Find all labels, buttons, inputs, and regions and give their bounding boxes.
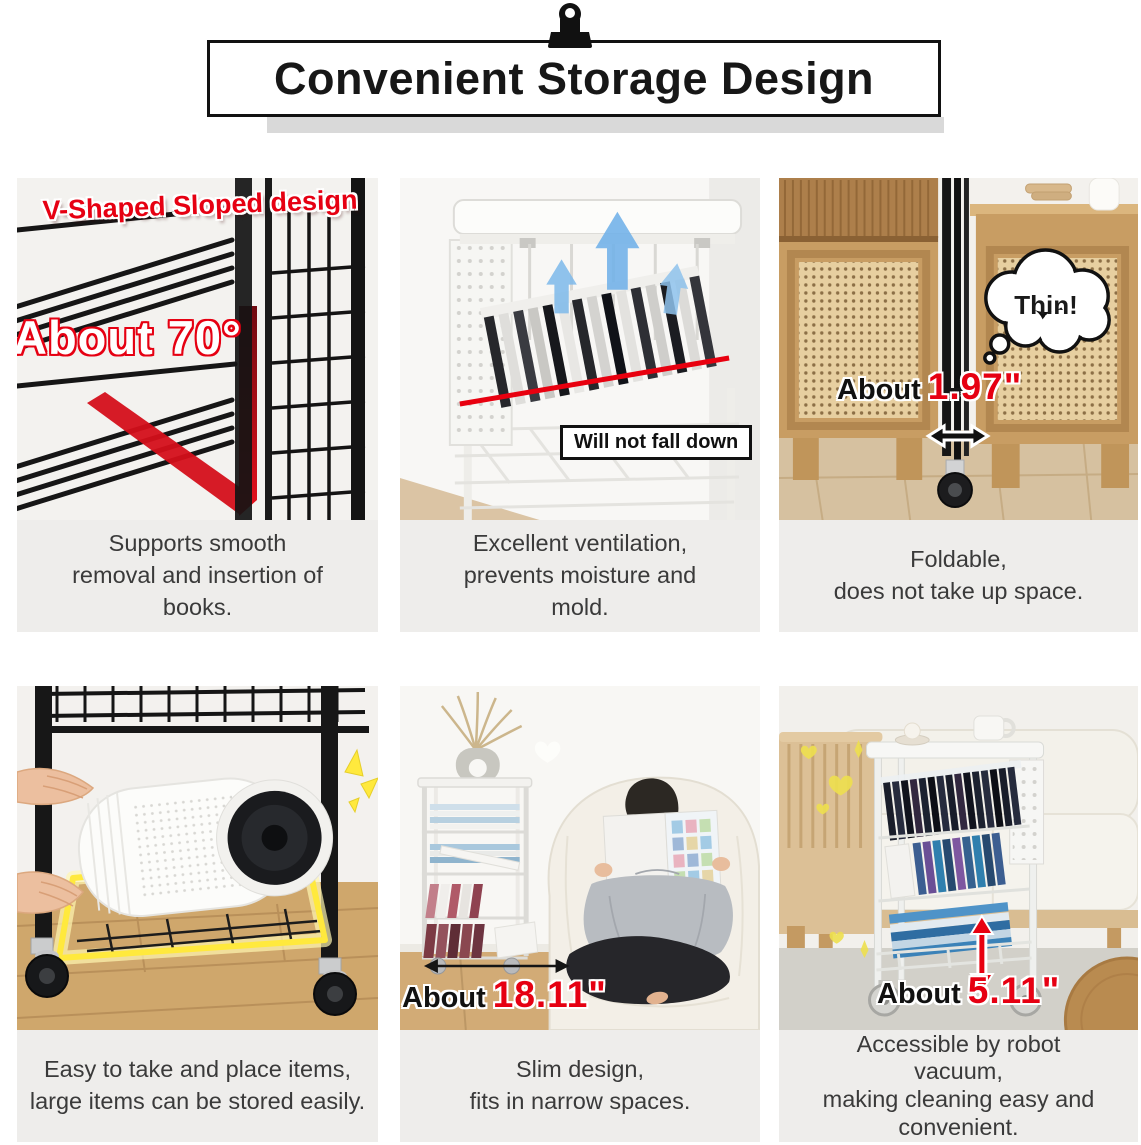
yellow-doodles <box>800 740 869 958</box>
panel1-photo-black-rack: V-Shaped Sloped design About 70° <box>17 178 378 520</box>
sofa-armrest <box>779 732 883 956</box>
panel3-photo-folded-rack: Thin! About 1.97" <box>779 178 1138 520</box>
page-title: Convenient Storage Design <box>273 52 875 104</box>
slim-rack <box>417 777 539 975</box>
bubble-thin: Thin! <box>1014 290 1078 320</box>
person-reading <box>566 778 733 1005</box>
height-arrow-icon <box>969 914 995 994</box>
cart-beside-sofa-image <box>779 686 1138 1030</box>
finger-lines <box>38 775 88 907</box>
red-support-line <box>459 355 730 407</box>
panel3-caption: Foldable, does not take up space. <box>779 520 1138 632</box>
binder-clip-icon <box>548 3 592 48</box>
manga-shelf-top <box>880 759 1022 841</box>
leaning-books <box>479 265 717 408</box>
pink-books <box>425 884 483 918</box>
wire-grid <box>271 208 366 520</box>
basket-wires <box>76 908 323 955</box>
red-books <box>423 924 485 958</box>
title-banner: Convenient Storage Design <box>207 40 941 117</box>
slim-rack-reading-image <box>400 686 760 1030</box>
round-table <box>1063 956 1138 1030</box>
panel4-caption: Easy to take and place items, large item… <box>17 1030 378 1142</box>
left-cabinet <box>779 178 939 480</box>
folded-black-rack <box>937 178 973 508</box>
panel4-photo-purifier <box>17 686 378 1030</box>
red-v-highlight <box>87 392 255 514</box>
panel2-photo-white-rack: Will not fall down <box>400 178 760 520</box>
panel6-photo-sofa-cart: About 5.11" <box>779 686 1138 1030</box>
manga-shelf-middle <box>884 832 1006 899</box>
panel1-caption: Supports smooth removal and insertion of… <box>17 520 378 632</box>
left-caster <box>25 937 69 998</box>
panel5-caption: Slim design, fits in narrow spaces. <box>400 1030 760 1142</box>
speech-cloud <box>983 248 1111 365</box>
media-cart <box>866 715 1045 1017</box>
dried-grass-vase <box>440 691 523 782</box>
wire-shelves <box>17 205 238 512</box>
air-purifier <box>77 777 334 918</box>
title-shadow <box>267 117 944 133</box>
panel6-caption: Accessible by robot vacuum, making clean… <box>779 1030 1138 1142</box>
note-will-not-fall: Will not fall down <box>560 425 753 460</box>
panel5-photo-beanbag: About 18.11" <box>400 686 760 1030</box>
width-arrow-icon <box>423 959 570 973</box>
panel2-caption: Excellent ventilation, prevents moisture… <box>400 520 760 632</box>
sparkle-icon <box>344 748 378 814</box>
folded-rack-cabinets-image <box>779 178 1138 520</box>
black-rack-closeup-image <box>17 178 378 520</box>
left-right-arrow-icon <box>925 423 991 449</box>
right-caster <box>313 957 357 1016</box>
white-rack-books-image <box>400 178 760 520</box>
purifier-in-cart-image <box>17 686 378 1030</box>
